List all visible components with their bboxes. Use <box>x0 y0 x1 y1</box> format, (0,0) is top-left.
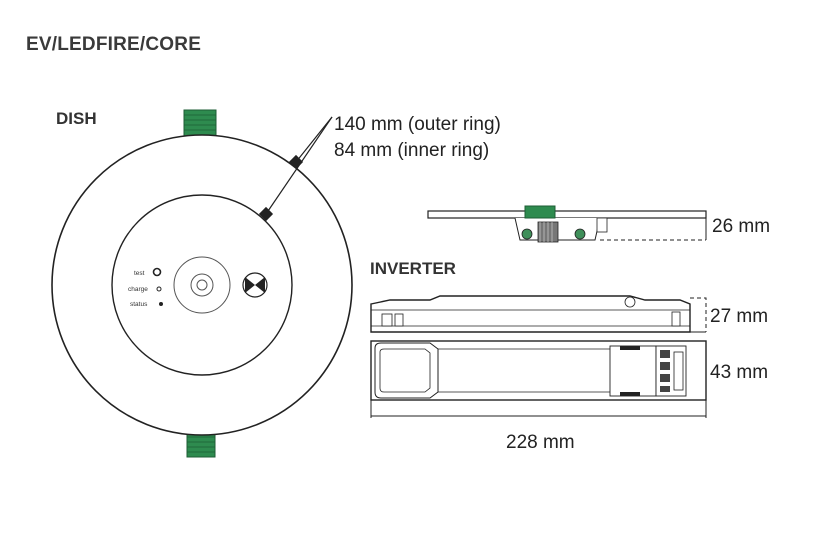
dish-side-view <box>427 205 707 243</box>
test-button-icon <box>152 267 162 277</box>
inverter-top-view <box>370 340 707 401</box>
inverter-width-dimension: 43 mm <box>710 362 768 383</box>
dish-height-dimension: 26 mm <box>712 216 770 237</box>
top-green-connector <box>183 109 217 139</box>
dish-inner-ring <box>111 194 293 376</box>
page-title: EV/LEDFIRE/CORE <box>26 34 202 55</box>
dish-label: DISH <box>56 109 97 128</box>
outer-ring-dimension: 140 mm (outer ring) <box>334 114 501 135</box>
indicator-charge-label: charge <box>128 286 148 293</box>
inverter-label: INVERTER <box>370 259 456 278</box>
lens-middle <box>190 273 214 297</box>
charge-led-icon <box>156 286 162 292</box>
inner-ring-dimension: 84 mm (inner ring) <box>334 140 489 161</box>
inverter-side-view <box>370 295 707 333</box>
indicator-status-label: status <box>130 301 148 308</box>
bottom-green-connector <box>186 431 216 458</box>
inverter-height-dimension: 27 mm <box>710 306 768 327</box>
outer-ring-leader <box>295 116 333 163</box>
inverter-length-dimension-line <box>370 400 707 418</box>
indicator-test-label: test <box>134 270 145 277</box>
lens-outer <box>173 256 231 314</box>
status-led-icon <box>159 302 163 306</box>
outer-ring-marker <box>288 154 304 170</box>
inverter-length-dimension: 228 mm <box>506 432 575 453</box>
lens-core <box>196 279 208 291</box>
inner-ring-marker <box>258 206 274 222</box>
emergency-symbol-icon <box>242 272 268 298</box>
